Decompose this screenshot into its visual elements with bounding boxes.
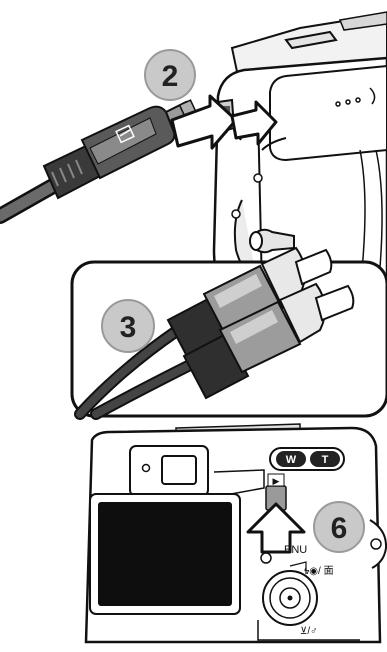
controller-dial bbox=[263, 571, 317, 625]
playback-symbol: ▶ bbox=[273, 476, 280, 486]
step-6-label: 6 bbox=[331, 512, 348, 545]
step-2-label: 2 bbox=[162, 60, 179, 93]
lcd-screen bbox=[90, 494, 240, 614]
zoom-rocker: W T bbox=[270, 448, 344, 470]
macro-selftimer-label: ⊻/♂ bbox=[300, 626, 318, 637]
step-2-badge: 2 bbox=[145, 50, 195, 100]
zoom-wide-label: W bbox=[286, 454, 297, 466]
av-cable bbox=[0, 100, 196, 216]
rca-plugs-panel: 3 bbox=[72, 248, 387, 416]
menu-label: ENU bbox=[284, 544, 307, 556]
flash-delete-label: ϟ◉/ 面 bbox=[304, 566, 334, 577]
step-6-badge: 6 bbox=[314, 502, 364, 552]
step-3-label: 3 bbox=[120, 311, 137, 344]
zoom-tele-label: T bbox=[322, 454, 329, 466]
step-3-badge: 3 bbox=[102, 300, 154, 352]
camera-back-panel: W T ▶ ENU bbox=[86, 424, 386, 642]
